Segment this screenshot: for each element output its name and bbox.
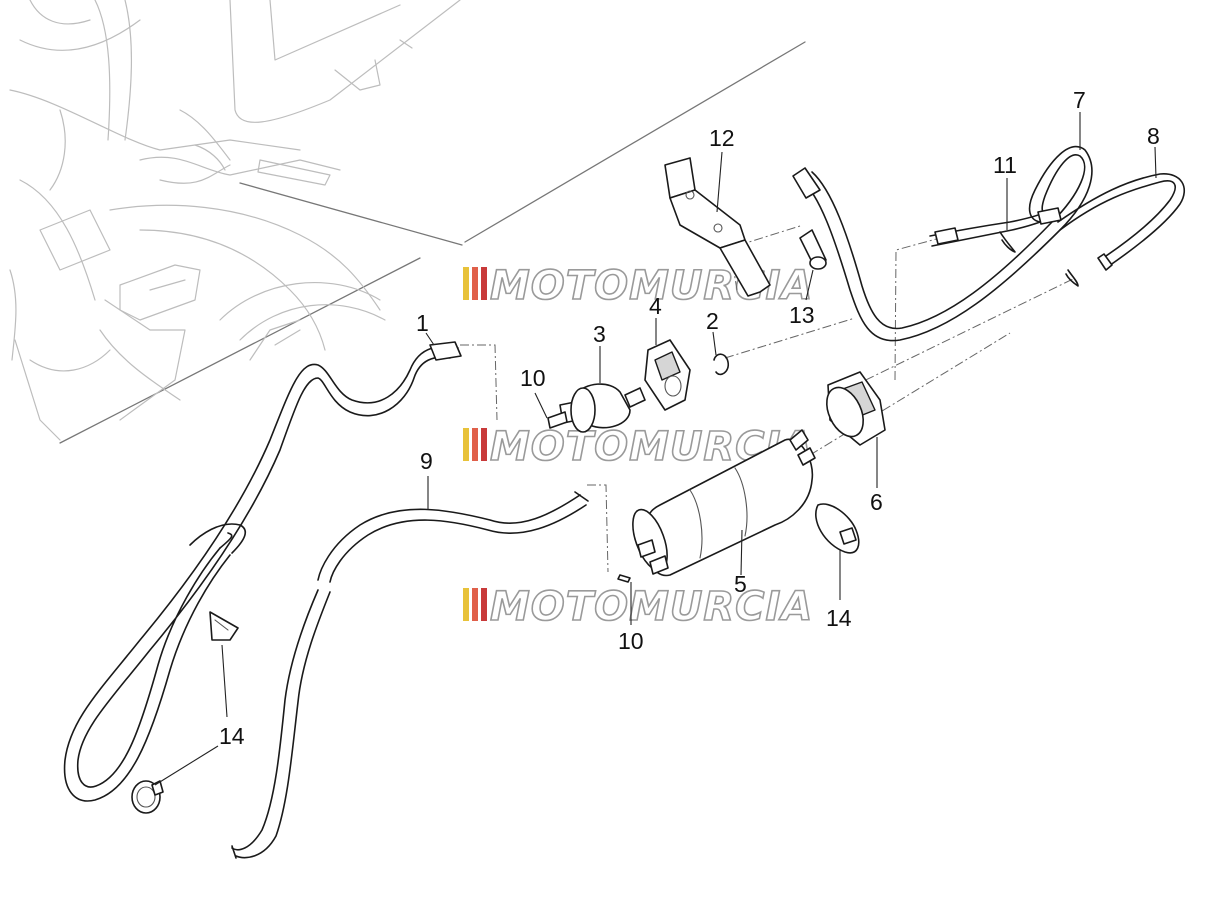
callout-12: 12 xyxy=(709,125,735,151)
callout-8: 8 xyxy=(1147,123,1160,149)
callout-11: 11 xyxy=(993,152,1017,178)
fuel-pump-5 xyxy=(632,429,816,577)
callout-10-upper: 10 xyxy=(520,365,546,391)
callout-7: 7 xyxy=(1073,87,1086,113)
hose-1 xyxy=(63,341,462,802)
vehicle-background-sketch xyxy=(9,0,806,444)
fitting-10-upper xyxy=(547,411,568,429)
callout-numbers: 1 2 3 4 5 6 7 8 9 10 10 11 12 13 14 14 xyxy=(219,87,1160,749)
hose-clip-14-left-lower xyxy=(131,780,164,814)
callout-6: 6 xyxy=(870,489,883,515)
bracket-12 xyxy=(664,157,771,297)
clamp-6 xyxy=(826,371,886,446)
callout-1: 1 xyxy=(416,310,429,336)
callout-4: 4 xyxy=(649,293,662,319)
clip-11 xyxy=(999,231,1016,253)
fuel-filter-3 xyxy=(559,383,646,433)
hose-clip-14-left-upper xyxy=(209,611,239,641)
hose-7 xyxy=(792,145,1093,342)
hose-clip-14-right xyxy=(815,503,860,554)
leader-lines xyxy=(154,112,1157,786)
circlip-2 xyxy=(713,353,730,376)
watermark-3: MOTOMURCIA xyxy=(463,583,813,631)
callout-13: 13 xyxy=(789,302,815,328)
pump-holder-4 xyxy=(644,339,691,411)
callout-10-lower: 10 xyxy=(618,628,644,654)
callout-5: 5 xyxy=(734,571,747,597)
callout-14-right: 14 xyxy=(826,605,852,631)
callout-14-left: 14 xyxy=(219,723,245,749)
watermark-text: MOTOMURCIA xyxy=(490,584,813,630)
hose-9 xyxy=(231,491,589,859)
fitting-10-lower xyxy=(617,574,631,583)
clip-8 xyxy=(1065,269,1079,287)
callout-2: 2 xyxy=(706,308,719,334)
hose-8 xyxy=(1057,173,1185,271)
callout-9: 9 xyxy=(420,448,433,474)
screw-13 xyxy=(799,229,827,270)
callout-3: 3 xyxy=(593,321,606,347)
